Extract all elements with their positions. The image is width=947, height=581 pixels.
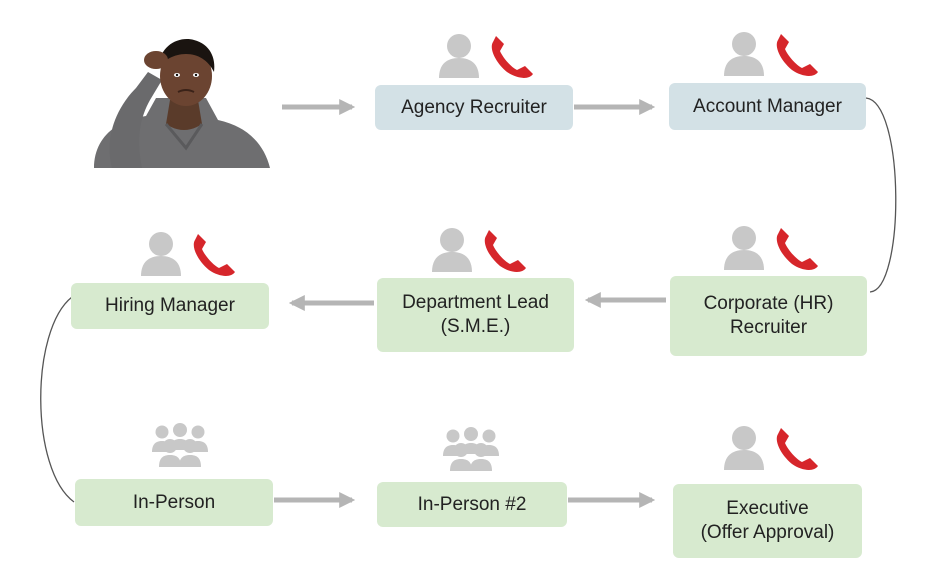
phone-icon — [776, 228, 818, 270]
group-icon — [443, 427, 499, 471]
agency-recruiter-node: Agency Recruiter — [375, 85, 573, 130]
in-person-2-node: In-Person #2 — [377, 482, 567, 527]
department-lead-node: Department Lead (S.M.E.) — [377, 278, 574, 352]
phone-icon — [776, 428, 818, 470]
person-icon — [724, 426, 764, 470]
executive-node: Executive (Offer Approval) — [673, 484, 862, 558]
account-contact-icons — [724, 32, 818, 76]
account-manager-node: Account Manager — [669, 83, 866, 130]
confused-woman-photo — [86, 28, 272, 168]
executive-contact-icons — [724, 426, 818, 470]
curve-hiring-to-inperson — [40, 296, 75, 503]
corporate-recruiter-node: Corporate (HR) Recruiter — [670, 276, 867, 356]
department-contact-icons — [432, 228, 526, 272]
corporate-contact-icons — [724, 226, 818, 270]
phone-icon — [491, 36, 533, 78]
phone-icon — [193, 234, 235, 276]
group-icon — [152, 423, 208, 467]
person-icon — [432, 228, 472, 272]
curve-account-to-corporate — [865, 97, 897, 293]
phone-icon — [776, 34, 818, 76]
person-icon — [439, 34, 479, 78]
hiring-contact-icons — [141, 232, 235, 276]
phone-icon — [484, 230, 526, 272]
person-icon — [724, 226, 764, 270]
in-person-node: In-Person — [75, 479, 273, 526]
hiring-manager-node: Hiring Manager — [71, 283, 269, 329]
person-icon — [141, 232, 181, 276]
person-icon — [724, 32, 764, 76]
agency-contact-icons — [439, 34, 533, 78]
